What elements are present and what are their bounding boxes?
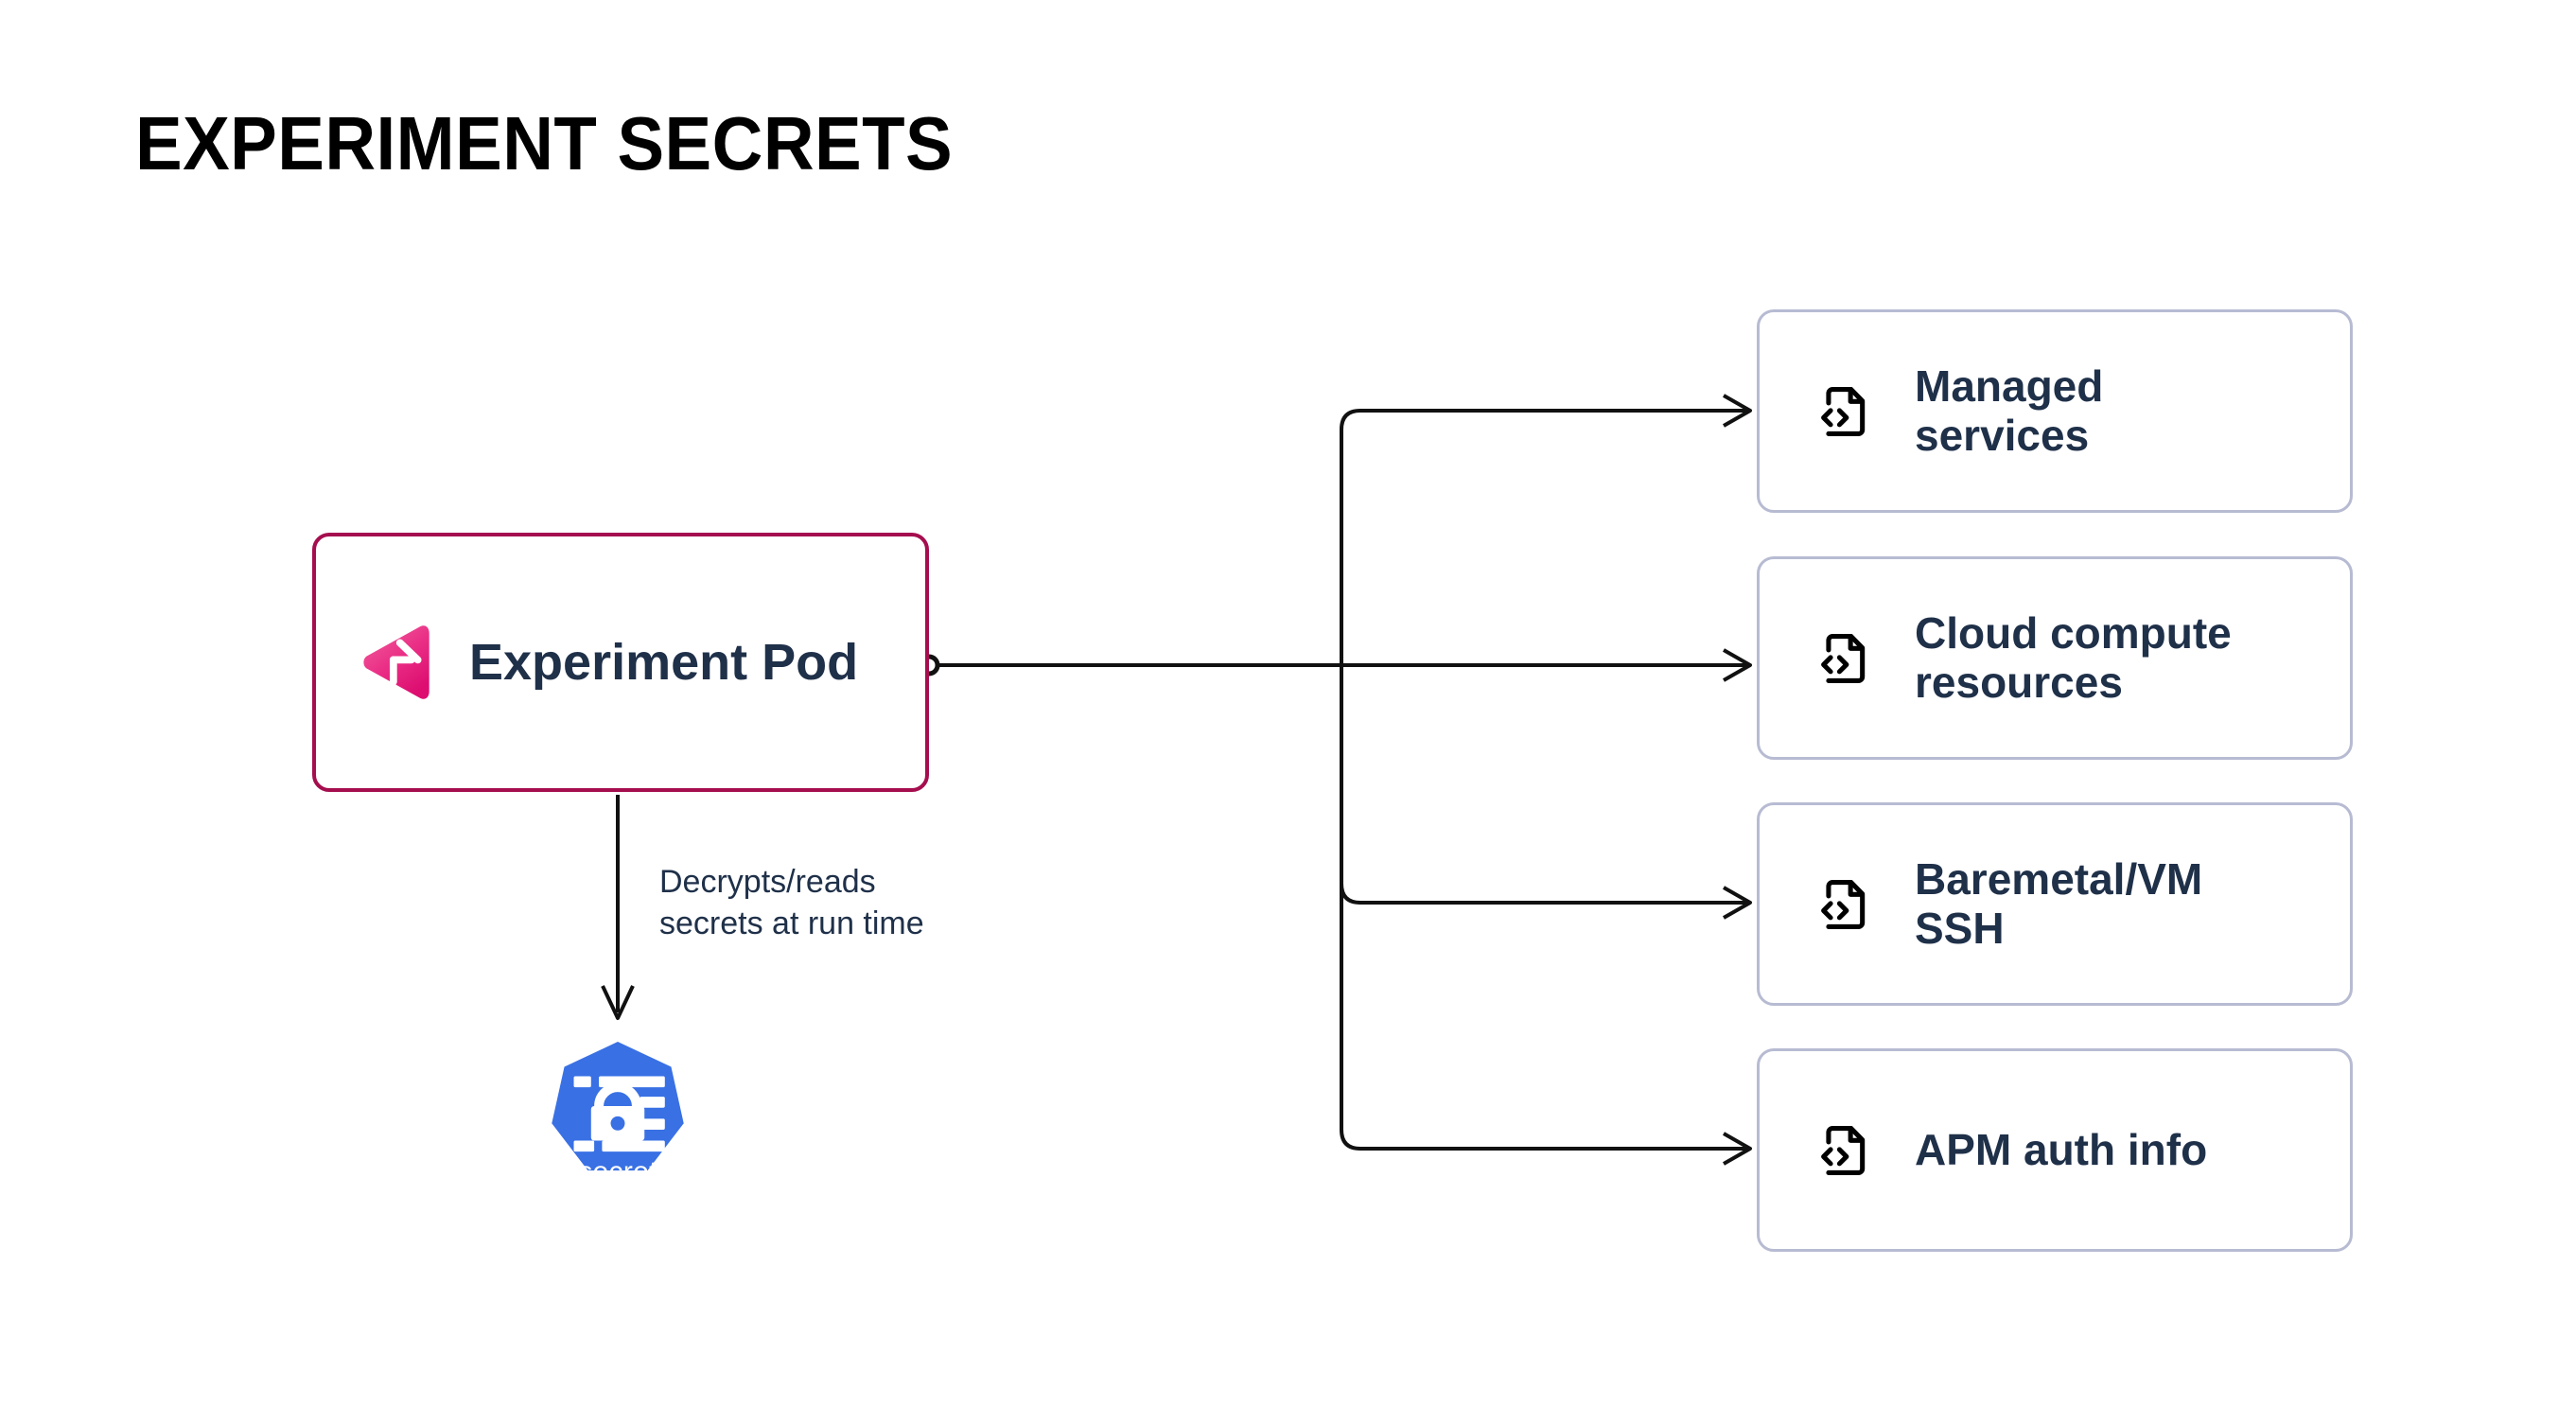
target-card-label: Managed services: [1915, 360, 2104, 460]
kubernetes-secret-node[interactable]: secret: [539, 1037, 696, 1213]
file-code-icon: [1821, 1125, 1866, 1175]
kubernetes-secret-label: secret: [578, 1156, 657, 1187]
edge-trunk-down-1: [1340, 665, 1746, 905]
arrowhead-apm: [1723, 1132, 1752, 1166]
target-card-apm-auth-info[interactable]: APM auth info: [1757, 1048, 2353, 1252]
experiment-pod-node[interactable]: Experiment Pod: [312, 533, 929, 792]
target-card-cloud-compute[interactable]: Cloud compute resources: [1757, 556, 2353, 760]
target-card-label: Baremetal/VM SSH: [1915, 853, 2203, 953]
experiment-pod-label: Experiment Pod: [469, 634, 859, 691]
gremlin-logo-icon: [363, 625, 429, 699]
target-card-label: Cloud compute resources: [1915, 607, 2232, 707]
arrowhead-cloud: [1723, 648, 1752, 682]
file-code-icon: [1821, 633, 1866, 683]
target-card-baremetal-vm-ssh[interactable]: Baremetal/VM SSH: [1757, 802, 2353, 1006]
arrowhead-baremetal: [1723, 886, 1752, 920]
edge-trunk-up: [1340, 409, 1746, 665]
arrowhead-managed: [1723, 394, 1752, 428]
edge-trunk-down-2: [1340, 665, 1746, 1151]
target-card-label: APM auth info: [1915, 1124, 2208, 1174]
kubernetes-secret-icon: [552, 1041, 684, 1171]
file-code-icon: [1821, 879, 1866, 929]
target-card-managed-services[interactable]: Managed services: [1757, 309, 2353, 513]
edge-label-decrypts-reads: Decrypts/reads secrets at run time: [659, 864, 924, 941]
file-code-icon: [1821, 386, 1866, 436]
page-title: EXPERIMENT SECRETS: [135, 101, 954, 185]
arrowhead-secret: [601, 985, 635, 1020]
